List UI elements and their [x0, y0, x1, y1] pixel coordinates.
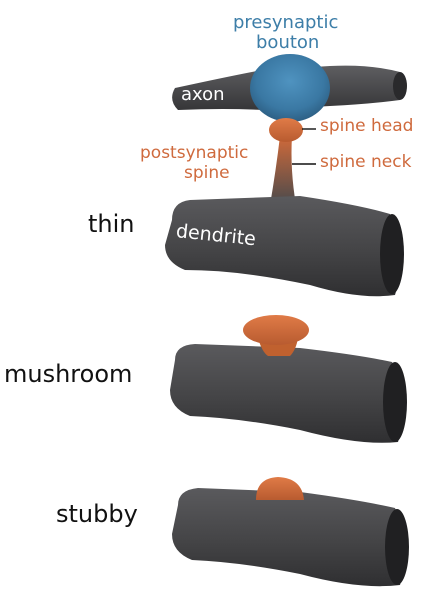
mushroom-spine-group — [170, 315, 407, 443]
spine-head-shape — [269, 118, 303, 142]
presynaptic-bouton-shape — [250, 54, 330, 122]
spine-neck-label: spine neck — [320, 152, 412, 172]
spine-neck-shape — [270, 136, 296, 205]
stubby-label: stubby — [56, 500, 138, 528]
stubby-head-shape — [256, 477, 304, 500]
mushroom-head-shape — [243, 315, 309, 345]
thin-dendrite-end — [380, 214, 404, 294]
axon-label: axon — [181, 84, 225, 105]
stubby-spine-group — [172, 477, 409, 587]
mushroom-label: mushroom — [4, 360, 133, 388]
mushroom-dendrite-end — [383, 362, 407, 442]
spine-head-label: spine head — [320, 116, 414, 136]
bouton-label: bouton — [256, 32, 320, 53]
mushroom-dendrite-shape — [170, 344, 403, 443]
postsynaptic-label: postsynaptic — [140, 143, 249, 163]
axon-end-cap — [393, 72, 407, 100]
spine-label: spine — [184, 163, 230, 183]
stubby-dendrite-end — [385, 509, 409, 585]
thin-label: thin — [88, 210, 135, 238]
presynaptic-label: presynaptic — [233, 12, 339, 33]
thin-dendrite-shape — [165, 196, 401, 297]
thin-spine-group — [165, 54, 407, 297]
stubby-dendrite-shape — [172, 488, 405, 587]
